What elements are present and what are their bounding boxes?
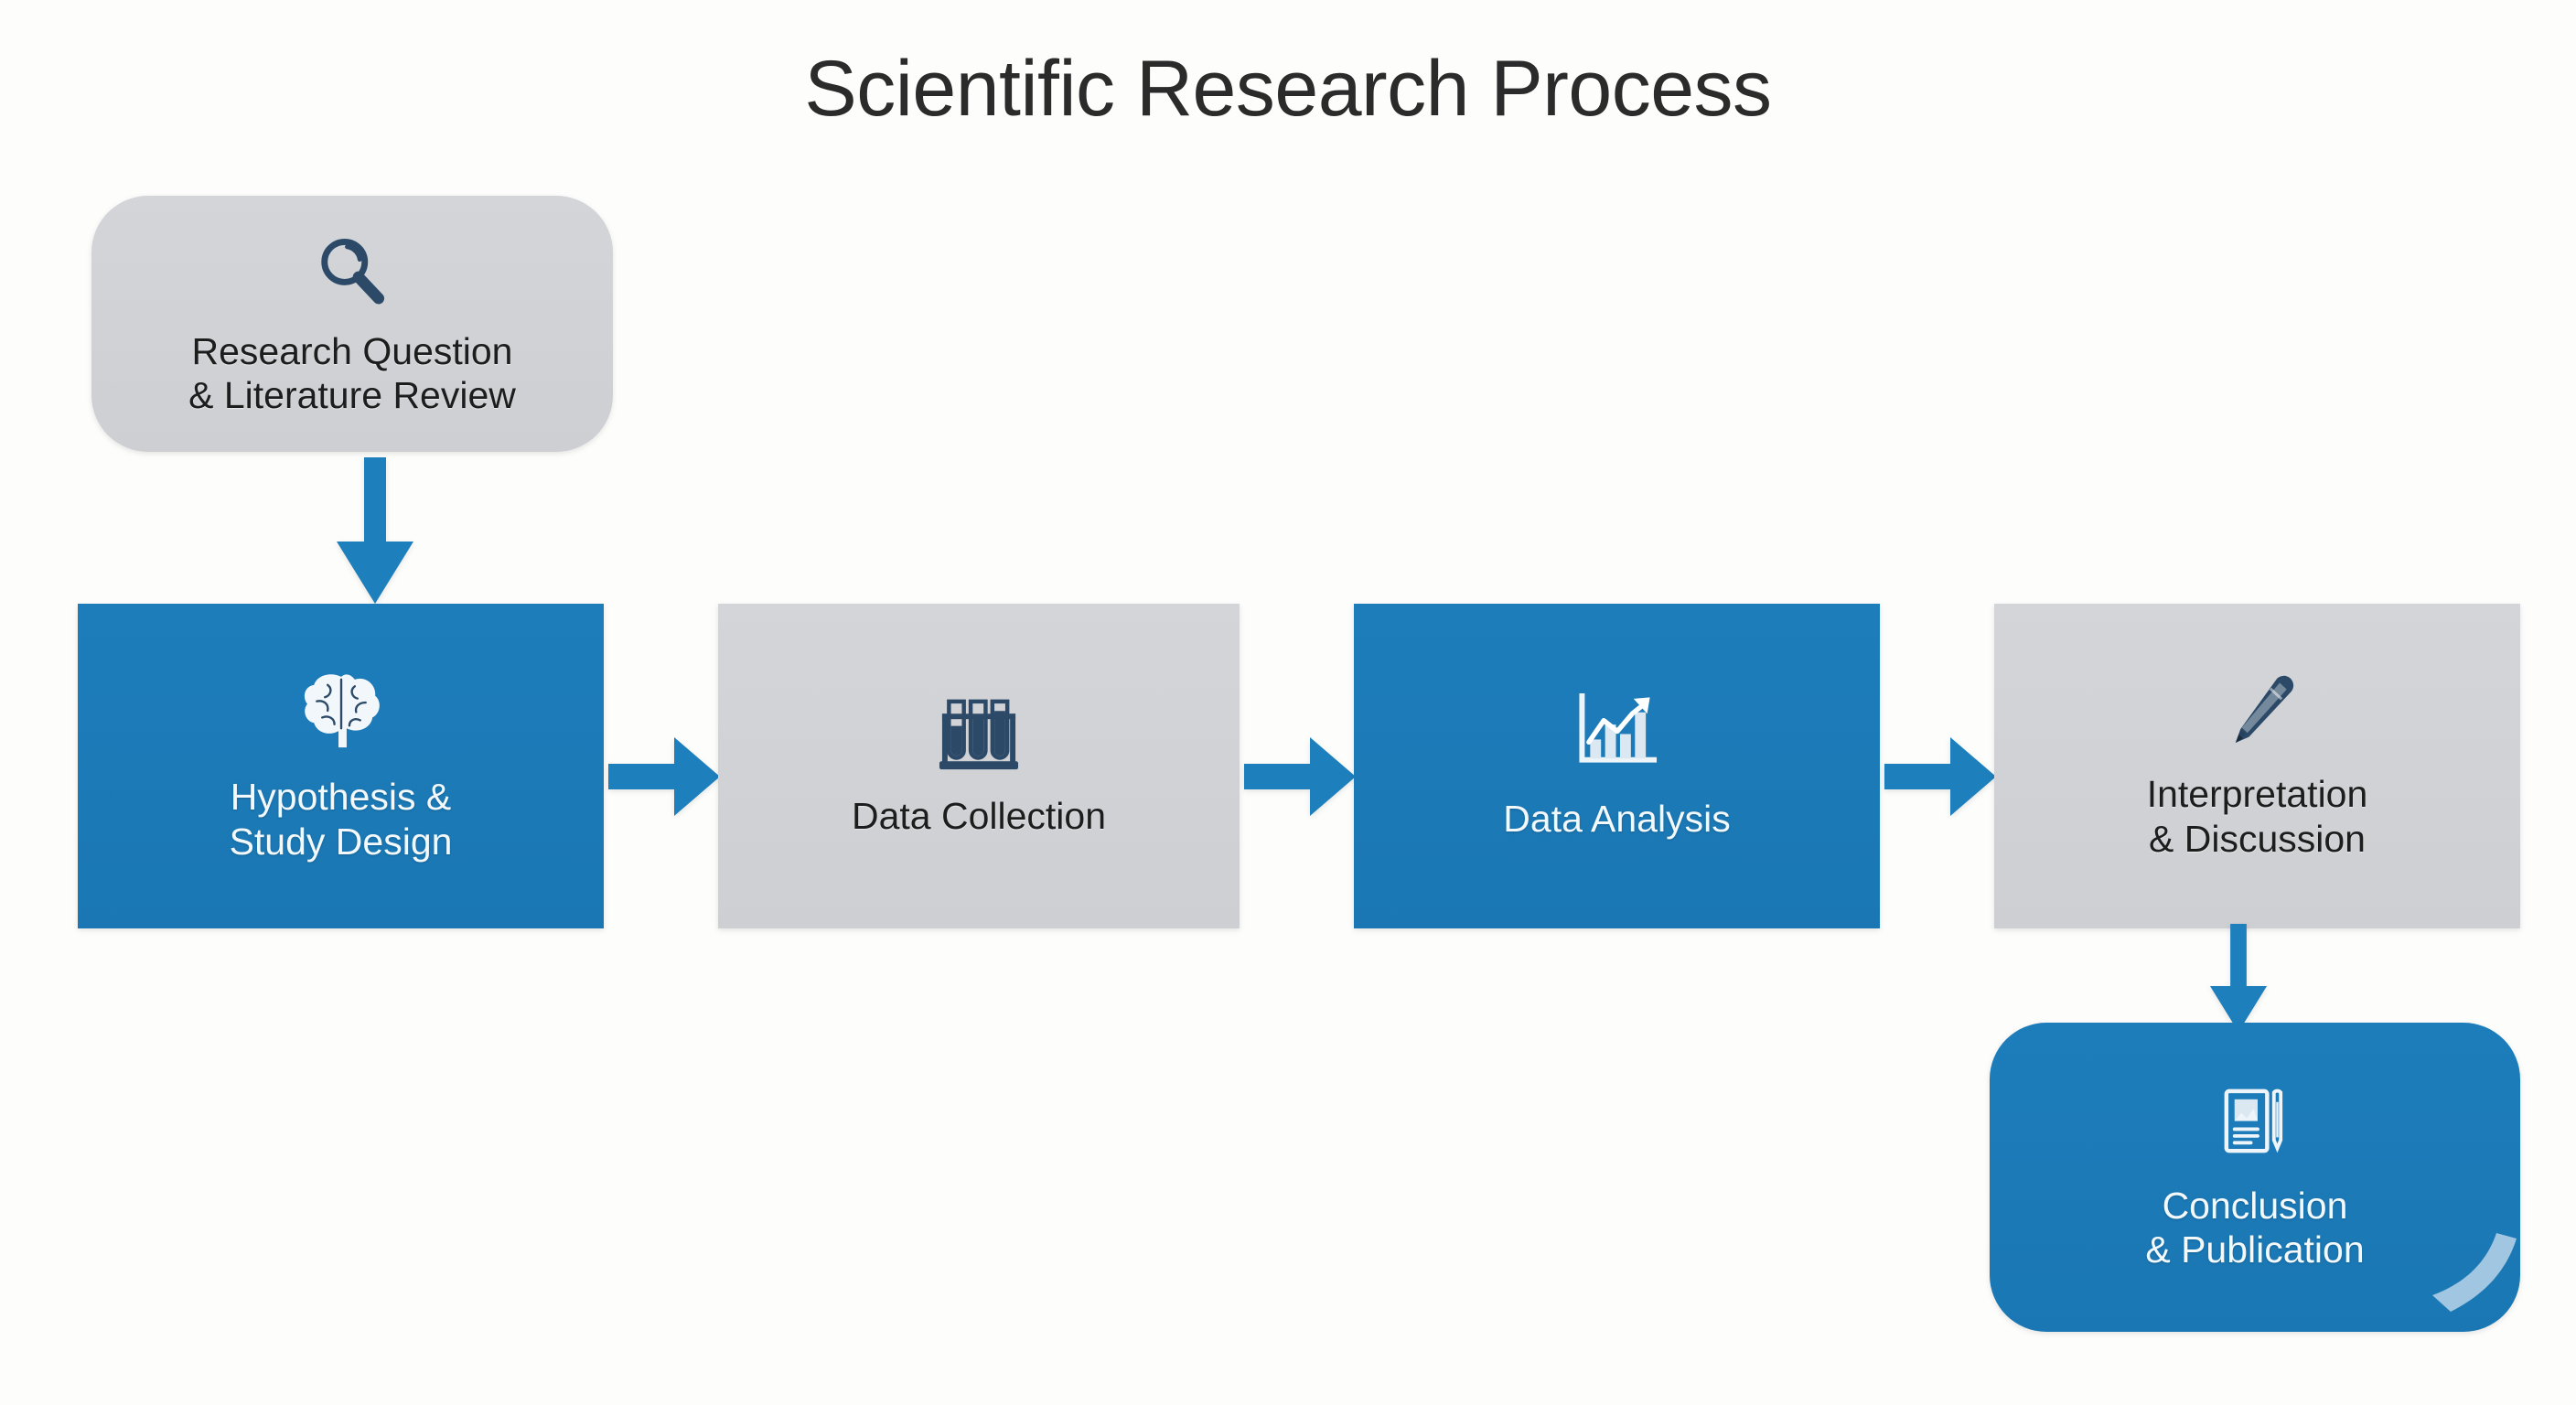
arrow-interpretation-to-conclusion: [2188, 924, 2289, 1035]
bar-chart-trend-icon: [1572, 691, 1662, 775]
node-hypothesis-study-design[interactable]: Hypothesis & Study Design: [78, 604, 604, 928]
node-label: Interpretation & Discussion: [2146, 773, 2368, 860]
arrow-analysis-to-interpretation: [1884, 723, 1999, 831]
node-data-collection[interactable]: Data Collection: [718, 604, 1240, 928]
node-label: Data Analysis: [1503, 798, 1731, 841]
page-title: Scientific Research Process: [804, 45, 1772, 133]
test-tubes-icon: [935, 693, 1023, 778]
arrow-collection-to-analysis: [1244, 723, 1358, 831]
node-label: Research Question & Literature Review: [188, 329, 516, 416]
brain-icon: [297, 669, 385, 753]
pen-icon: [2216, 671, 2300, 756]
magnifier-icon: [312, 231, 392, 311]
node-label: Conclusion & Publication: [2145, 1184, 2365, 1271]
node-research-question[interactable]: Research Question & Literature Review: [91, 196, 613, 452]
node-conclusion-publication[interactable]: Conclusion & Publication: [1990, 1023, 2520, 1332]
arrow-hypothesis-to-collection: [608, 723, 723, 831]
document-pen-icon: [2213, 1083, 2297, 1167]
node-label: Data Collection: [851, 795, 1107, 838]
corner-swoosh-decoration: [2432, 1233, 2517, 1312]
node-label: Hypothesis & Study Design: [229, 776, 453, 863]
arrow-research-to-hypothesis: [325, 457, 425, 608]
node-interpretation-discussion[interactable]: Interpretation & Discussion: [1994, 604, 2520, 928]
node-data-analysis[interactable]: Data Analysis: [1354, 604, 1880, 928]
